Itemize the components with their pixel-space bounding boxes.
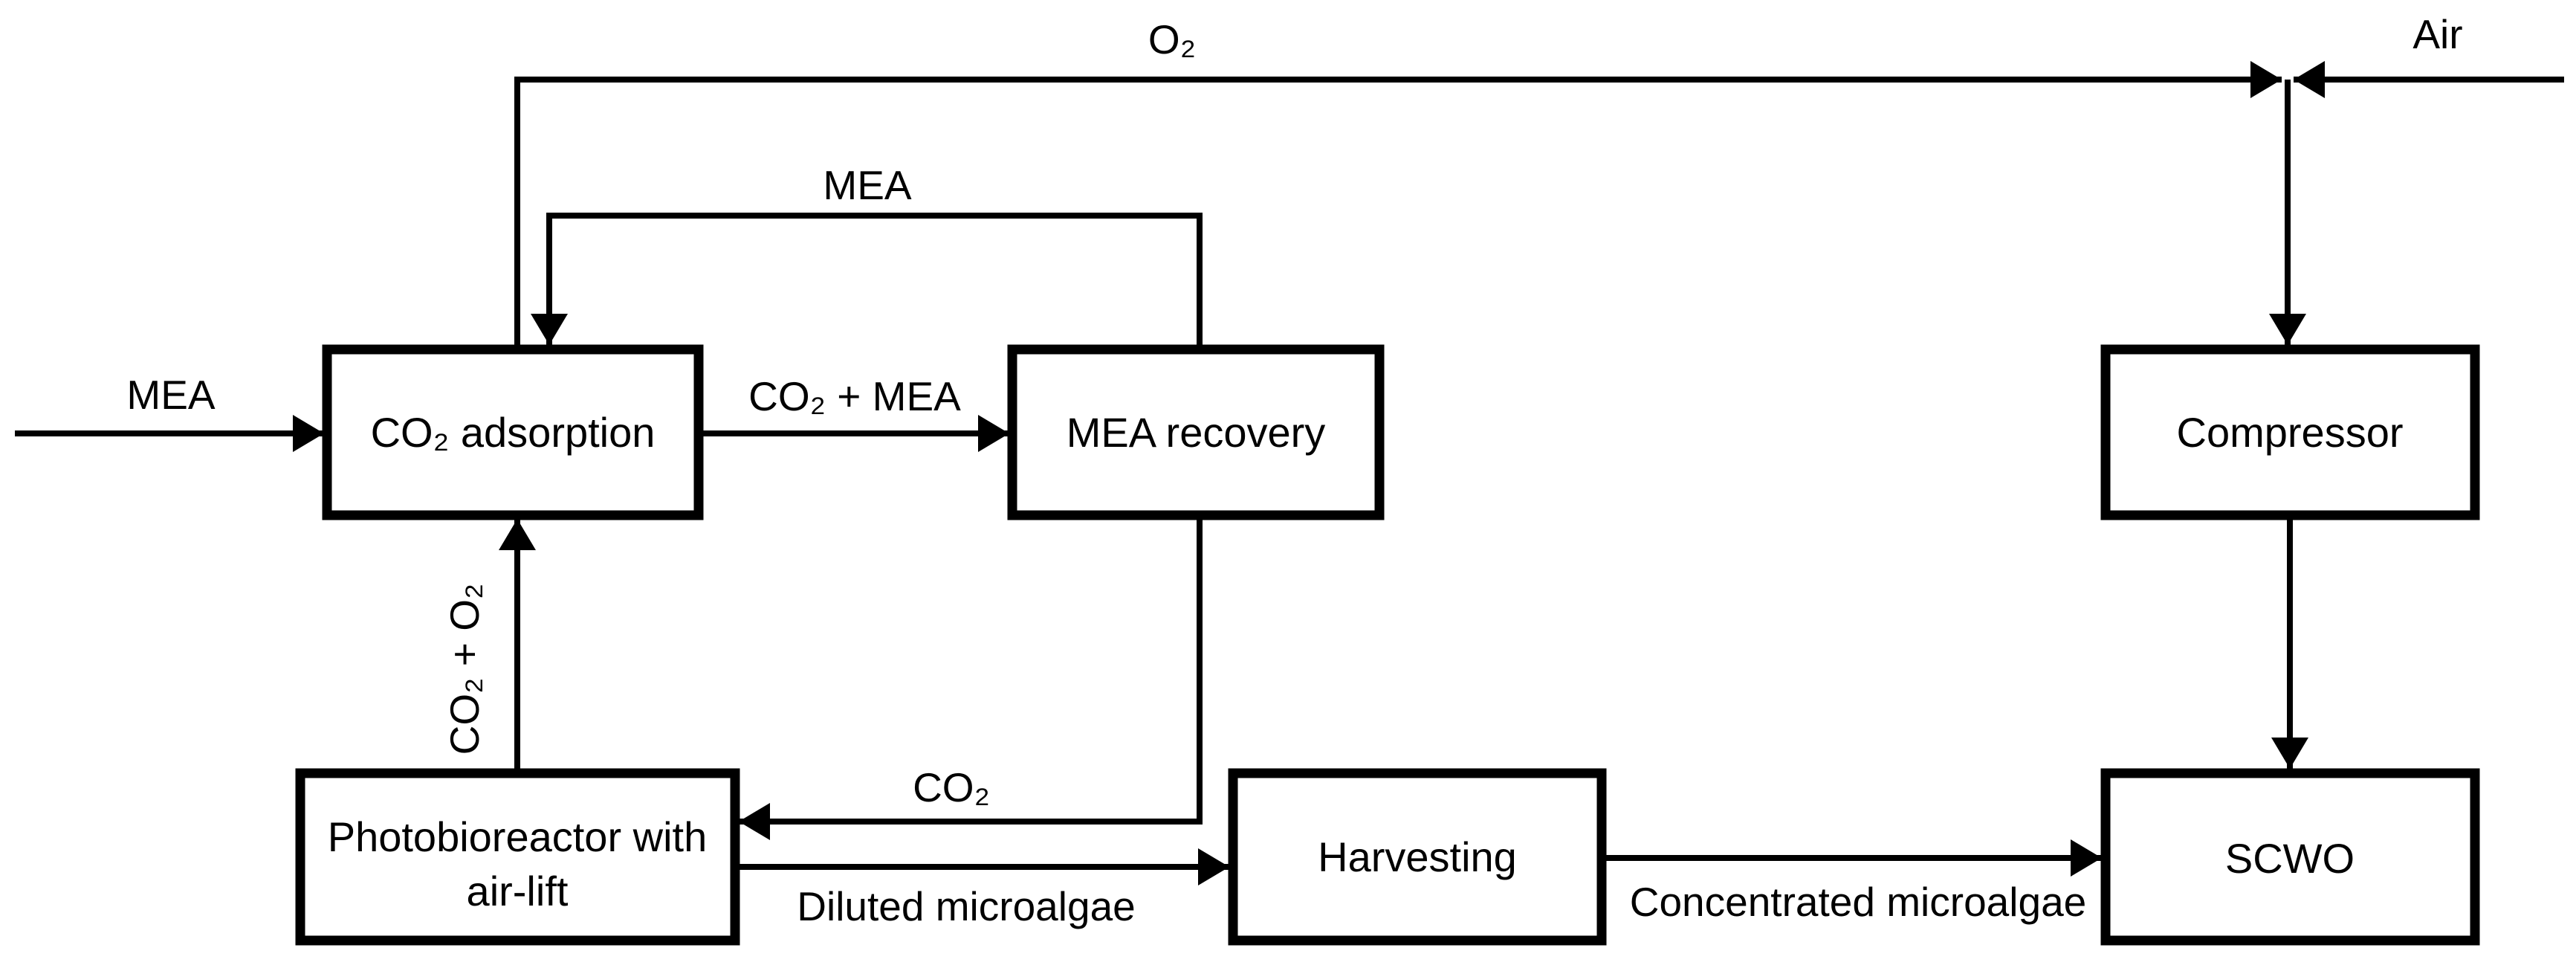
stream-mea-return-label: MEA [823, 162, 912, 208]
stream-mea-return-line [531, 213, 1203, 346]
stream-o2-label: O₂ [1148, 16, 1196, 62]
node-scwo-box [2100, 768, 2480, 946]
stream-labels: MEA O₂ Air MEA CO₂ + MEA CO₂ CO₂ + O₂ Di… [126, 11, 2462, 929]
node-co2-adsorption-box [322, 344, 704, 520]
stream-mea-feed-label: MEA [126, 372, 216, 418]
node-photobioreactor: Photobioreactor with air-lift [295, 768, 740, 946]
stream-air-label: Air [2412, 11, 2462, 57]
node-mea-recovery-box [1007, 344, 1385, 520]
stream-co2-mea-label: CO₂ + MEA [748, 373, 961, 419]
stream-co2-line [739, 512, 1203, 840]
nodes: CO₂ adsorption MEA recovery Compressor P… [295, 344, 2480, 946]
streams [15, 61, 2564, 885]
stream-co2-o2-label: CO₂ + O₂ [441, 584, 488, 755]
stream-diluted-microalgae-label: Diluted microalgae [797, 883, 1136, 929]
node-photobioreactor-box [295, 768, 740, 946]
node-compressor-box [2100, 344, 2480, 520]
node-harvesting-label: Harvesting [1318, 833, 1517, 880]
node-harvesting: Harvesting [1228, 768, 1607, 946]
node-compressor-label: Compressor [2177, 409, 2404, 456]
node-photobioreactor-label-line1: Photobioreactor with [328, 813, 708, 860]
stream-co2-label: CO₂ [913, 764, 990, 810]
node-mea-recovery-label: MEA recovery [1067, 409, 1326, 456]
node-photobioreactor-label-line2: air-lift [467, 868, 569, 914]
node-harvesting-box [1228, 768, 1607, 946]
node-co2-adsorption: CO₂ adsorption [322, 344, 704, 520]
node-mea-recovery: MEA recovery [1007, 344, 1385, 520]
node-compressor: Compressor [2100, 344, 2480, 520]
node-co2-adsorption-label: CO₂ adsorption [371, 409, 656, 456]
stream-concentrated-microalgae-label: Concentrated microalgae [1630, 879, 2087, 925]
node-scwo-label: SCWO [2225, 835, 2355, 882]
stream-o2-line [514, 61, 2282, 346]
node-scwo: SCWO [2100, 768, 2480, 946]
